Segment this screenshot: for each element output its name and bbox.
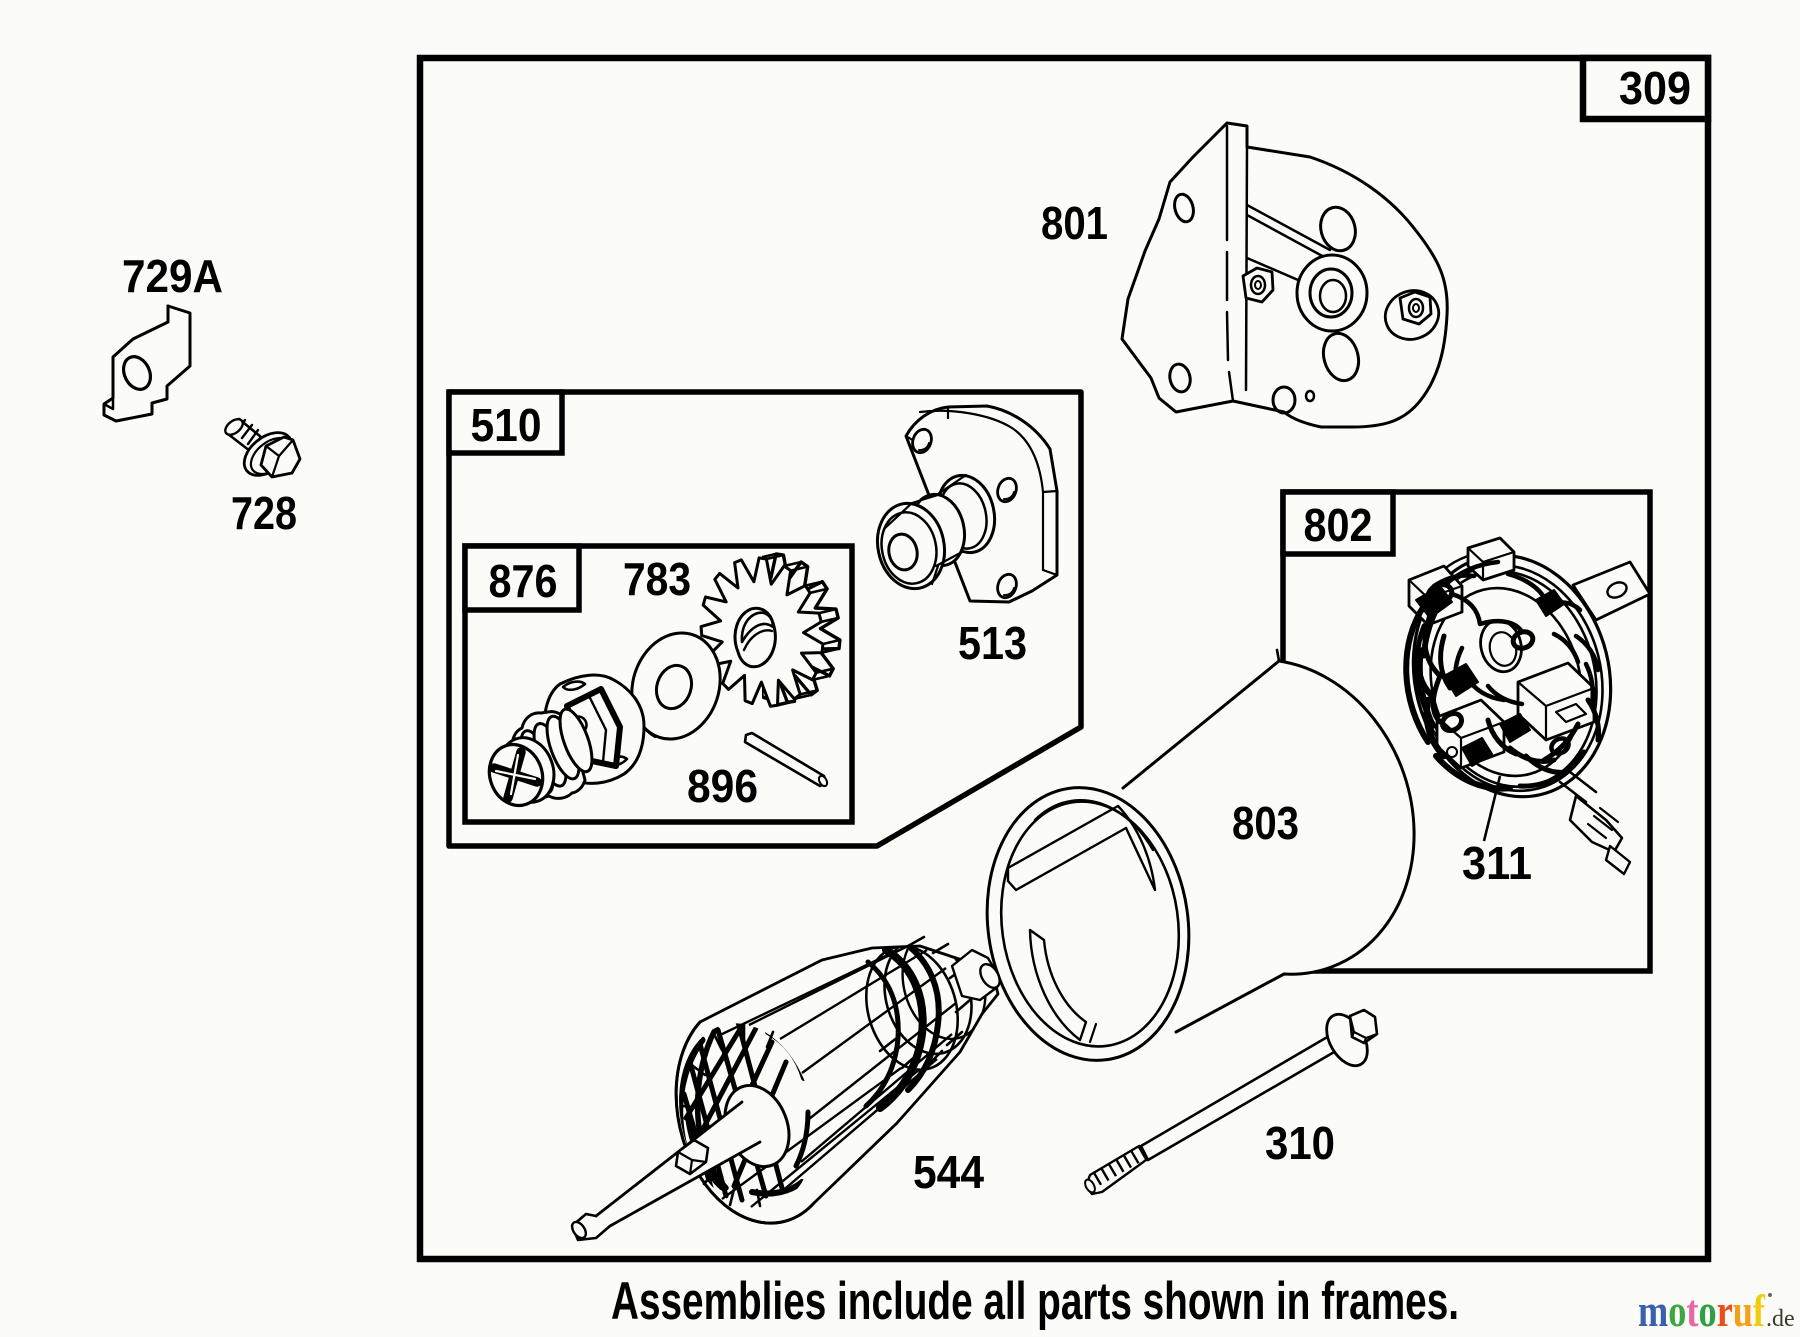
- svg-text:Assemblies include all parts s: Assemblies include all parts shown in fr…: [611, 1272, 1459, 1331]
- svg-text:728: 728: [231, 487, 297, 539]
- svg-text:311: 311: [1462, 837, 1532, 889]
- svg-text:.de: .de: [1766, 1306, 1795, 1332]
- svg-text:729A: 729A: [122, 250, 223, 302]
- svg-text:motoruf: motoruf: [1638, 1286, 1766, 1336]
- svg-text:801: 801: [1041, 197, 1108, 249]
- svg-text:783: 783: [623, 553, 691, 605]
- svg-text:803: 803: [1232, 797, 1299, 849]
- svg-text:876: 876: [489, 555, 558, 607]
- svg-text:896: 896: [687, 760, 758, 812]
- svg-text:802: 802: [1304, 499, 1373, 551]
- svg-text:309: 309: [1619, 62, 1691, 114]
- svg-text:310: 310: [1265, 1117, 1335, 1169]
- svg-text:513: 513: [958, 617, 1027, 669]
- svg-text:510: 510: [471, 399, 542, 451]
- svg-text:544: 544: [913, 1146, 984, 1198]
